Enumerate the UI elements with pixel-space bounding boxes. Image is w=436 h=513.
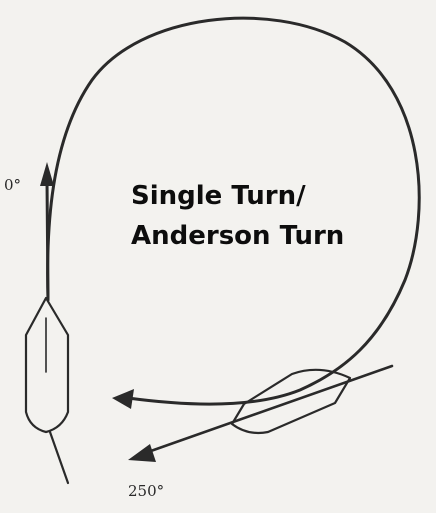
diagram-title-line1: Single Turn/ [131,181,306,211]
start-heading-arrowhead [40,162,54,186]
final-heading-arrowhead [128,444,156,462]
start-heading-label: 0° [4,176,21,194]
start-ship-outline [24,296,70,434]
turn-path-arrowhead [112,389,134,409]
final-heading-line [146,364,394,454]
start-ship-wake [48,430,70,485]
final-heading-label: 250° [128,482,164,500]
start-heading-shaft [45,178,50,300]
final-ship-outline [230,368,352,435]
diagram-title-line2: Anderson Turn [131,221,344,251]
turn-path-line [46,16,421,406]
